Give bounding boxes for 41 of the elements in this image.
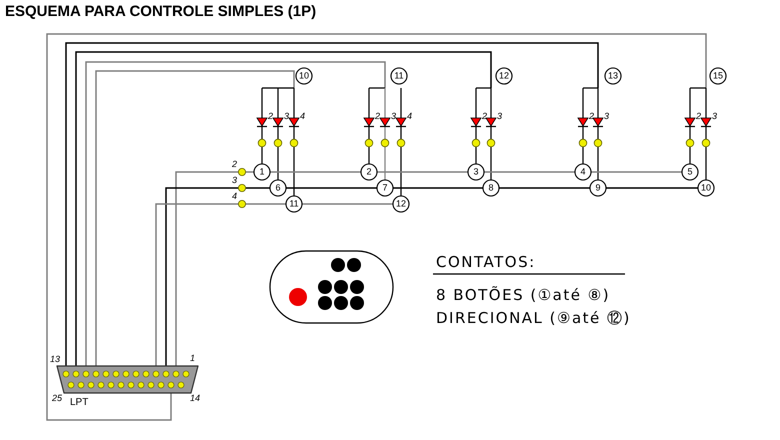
wire-number: 11 <box>394 72 404 80</box>
contact-number: 2 <box>366 168 372 176</box>
diode-pin-number: 3 <box>284 112 290 121</box>
diagram-title: ESQUEMA PARA CONTROLE SIMPLES (1P) <box>5 4 316 19</box>
diode-pin-number: 4 <box>407 112 412 121</box>
wire-number: 12 <box>499 72 509 80</box>
connector-pin-number: 14 <box>190 394 200 403</box>
connector-pin-number: 1 <box>190 354 196 363</box>
contact-number: 12 <box>396 200 406 208</box>
diode-pin-number: 2 <box>696 112 702 121</box>
diode-pin-number: 4 <box>300 112 306 121</box>
wire-number: 13 <box>608 72 618 80</box>
connector-label: LPT <box>70 398 88 408</box>
contact-number: 5 <box>688 168 692 176</box>
contact-number: 8 <box>488 184 494 192</box>
diode-pin-number: 3 <box>604 112 610 121</box>
contact-number: 10 <box>701 184 711 192</box>
input-pin-number: 2 <box>232 160 238 169</box>
diode-pin-number: 3 <box>497 112 502 121</box>
contact-number: 4 <box>580 168 586 176</box>
contact-number: 9 <box>596 184 600 192</box>
diode-pin-number: 3 <box>712 112 718 121</box>
contacts-note: DIRECIONAL (⑨até ⑫) <box>436 311 631 326</box>
contact-number: 11 <box>289 200 299 208</box>
contact-number: 7 <box>382 184 388 192</box>
diode-pin-number: 3 <box>391 112 396 121</box>
connector-pin-number: 25 <box>52 394 62 403</box>
contact-number: 1 <box>260 168 264 176</box>
diode-pin-number: 2 <box>268 112 274 121</box>
wire-number: 10 <box>299 72 309 80</box>
diode-pin-number: 2 <box>482 112 488 121</box>
contact-number: 6 <box>276 184 280 192</box>
connector-pin-number: 13 <box>50 355 60 364</box>
input-pin-number: 3 <box>232 176 238 185</box>
contacts-heading: CONTATOS: <box>436 255 536 270</box>
diode-pin-number: 2 <box>375 112 380 121</box>
wire-number: 15 <box>713 72 723 80</box>
input-pin-number: 4 <box>232 192 238 201</box>
contact-number: 3 <box>474 168 478 176</box>
diode-pin-number: 2 <box>589 112 594 121</box>
contacts-note: 8 BOTÕES (①até ⑧) <box>436 288 610 303</box>
